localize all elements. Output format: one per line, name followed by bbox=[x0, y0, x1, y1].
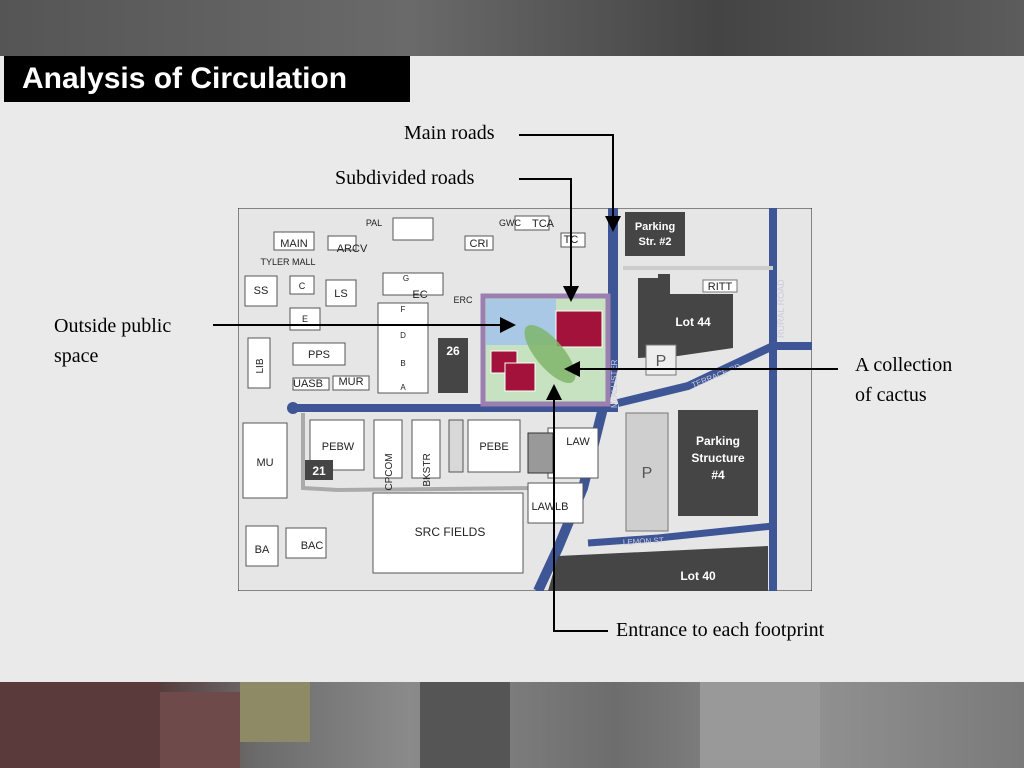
entrance-leader bbox=[546, 384, 608, 632]
map-label-cri: CRI bbox=[470, 238, 489, 250]
campus-map: Parking Str. #2 Lot 44 P RITT TERRACE RD… bbox=[238, 208, 812, 591]
map-label-parking-str-2-line2: Str. #2 bbox=[638, 236, 671, 248]
map-label-lot40: Lot 40 bbox=[680, 569, 716, 583]
map-label-p-large: P bbox=[642, 465, 653, 482]
map-label-ls: LS bbox=[334, 288, 347, 300]
map-label-parking-str-4-line1: Parking bbox=[696, 434, 740, 448]
label-outside-public-space-line2: space bbox=[54, 345, 99, 367]
map-label-mur: MUR bbox=[338, 376, 363, 388]
label-outside-public-space-line1: Outside public bbox=[54, 315, 172, 337]
map-label-cpcom: CPCOM bbox=[384, 453, 395, 490]
map-label-mcallister: McALLISTER bbox=[610, 359, 619, 408]
map-label-b: B bbox=[400, 359, 405, 368]
label-entrance: Entrance to each footprint bbox=[616, 619, 825, 641]
map-label-main: MAIN bbox=[280, 238, 308, 250]
map-label-erc: ERC bbox=[453, 295, 473, 305]
map-label-bkstr: BKSTR bbox=[422, 453, 433, 486]
label-subdivided-roads: Subdivided roads bbox=[335, 167, 475, 189]
map-label-bac: BAC bbox=[301, 540, 324, 552]
map-label-lemon-st: LEMON ST. bbox=[623, 536, 666, 547]
map-label-lot44: Lot 44 bbox=[675, 315, 711, 329]
map-label-mu: MU bbox=[256, 457, 273, 469]
background-bottom bbox=[0, 682, 1024, 768]
slide-title: Analysis of Circulation bbox=[4, 56, 410, 102]
map-label-pal: PAL bbox=[366, 218, 382, 228]
map-label-rural-road: RURAL ROAD bbox=[776, 279, 786, 338]
map-label-uasb: UASB bbox=[293, 378, 323, 390]
map-label-e: E bbox=[302, 314, 308, 324]
map-label-g: G bbox=[403, 274, 409, 283]
map-label-f: F bbox=[401, 305, 406, 314]
map-label-tca: TCA bbox=[532, 218, 555, 230]
map-label-parking-str-2-line1: Parking bbox=[635, 221, 675, 233]
map-label-src-fields: SRC FIELDS bbox=[415, 525, 486, 539]
map-label-26: 26 bbox=[446, 344, 460, 358]
map-label-gwc: GWC bbox=[499, 218, 521, 228]
main-roads-leader bbox=[519, 134, 621, 232]
map-label-pps: PPS bbox=[308, 349, 330, 361]
label-cactus-line1: A collection bbox=[855, 354, 953, 376]
map-label-lawlb: LAWLB bbox=[532, 501, 569, 513]
map-label-p-small: P bbox=[656, 353, 667, 370]
map-label-pebe: PEBE bbox=[479, 441, 508, 453]
map-label-parking-str-4-line2: Structure bbox=[691, 451, 745, 465]
map-label-law: LAW bbox=[566, 436, 590, 448]
map-label-c: C bbox=[299, 281, 306, 291]
map-label-ritt: RITT bbox=[708, 281, 733, 293]
label-cactus-line2: of cactus bbox=[855, 384, 927, 406]
map-label-lib: LIB bbox=[255, 358, 266, 373]
label-main-roads: Main roads bbox=[404, 122, 495, 144]
map-label-pebw: PEBW bbox=[322, 441, 355, 453]
map-label-tyler-mall: TYLER MALL bbox=[260, 257, 315, 267]
map-label-d: D bbox=[400, 331, 406, 340]
map-label-ss: SS bbox=[254, 285, 269, 297]
background-top bbox=[0, 0, 1024, 56]
subdivided-roads-leader bbox=[519, 178, 579, 302]
map-label-a: A bbox=[400, 383, 406, 392]
map-label-ba: BA bbox=[255, 544, 270, 556]
map-label-parking-str-4-line3: #4 bbox=[711, 468, 725, 482]
map-label-21: 21 bbox=[312, 464, 326, 478]
map-label-ec: EC bbox=[412, 289, 427, 301]
map-label-arcv: ARCV bbox=[337, 243, 368, 255]
